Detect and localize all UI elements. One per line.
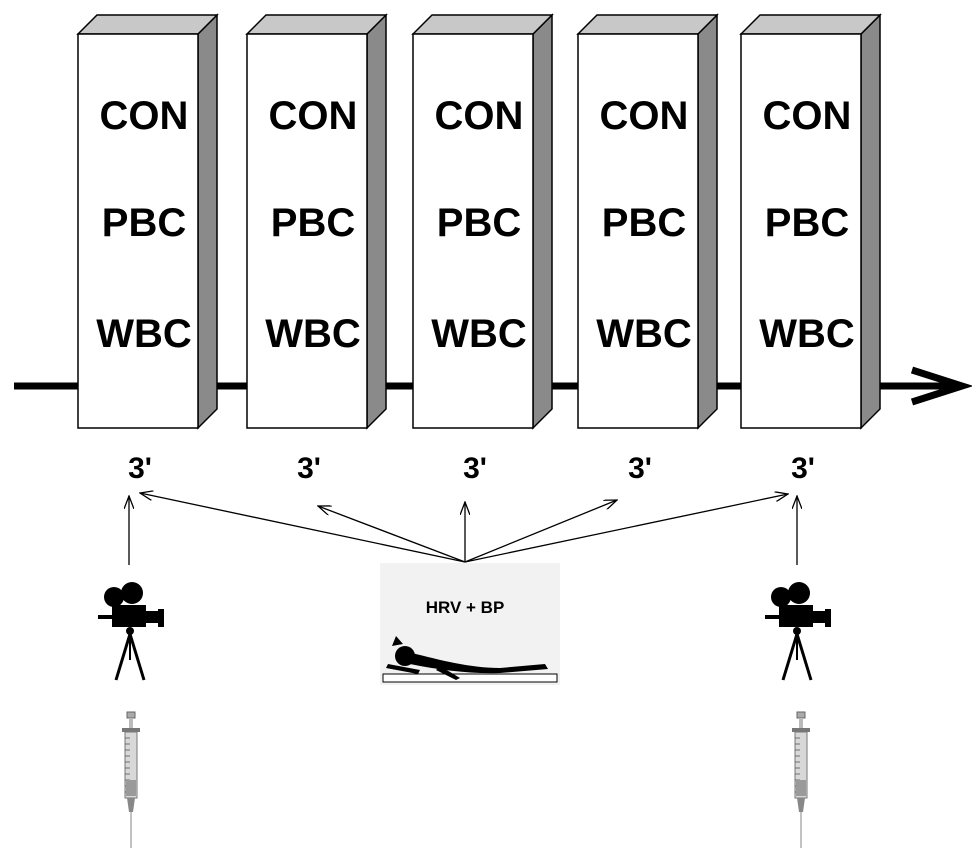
block-side-face [697, 13, 718, 430]
condition-label: CON [763, 94, 852, 138]
video-camera-icon [98, 582, 164, 681]
measurement-arrow [140, 493, 466, 563]
measurement-arrows [140, 493, 788, 563]
block-front-face [412, 33, 534, 429]
measurement-panel: HRV + BP [380, 563, 560, 685]
block-top-face [245, 14, 388, 35]
condition-label: CON [269, 94, 358, 138]
block-top-face [411, 14, 554, 35]
condition-label: PBC [437, 201, 521, 245]
video-camera-icon [765, 582, 831, 681]
block-front-face [740, 33, 862, 429]
right-icons [765, 496, 831, 848]
block-top-face [76, 14, 219, 35]
duration-label: 3' [297, 452, 321, 485]
condition-label: WBC [96, 312, 192, 356]
block-top-face [576, 14, 719, 35]
condition-block: CON PBC WBC [411, 13, 554, 430]
duration-label: 3' [791, 452, 815, 485]
condition-block: CON PBC WBC [245, 13, 388, 430]
duration-label: 3' [628, 452, 652, 485]
block-front-face [77, 33, 199, 429]
condition-label: WBC [265, 312, 361, 356]
syringe-icon [792, 711, 810, 848]
condition-label: PBC [602, 201, 686, 245]
condition-label: WBC [431, 312, 527, 356]
block-side-face [197, 13, 218, 430]
condition-label: PBC [765, 201, 849, 245]
block-front-face [246, 33, 368, 429]
syringe-icon [122, 711, 140, 848]
block-side-face [366, 13, 387, 430]
duration-label: 3' [128, 452, 152, 485]
measurement-arrow [318, 506, 466, 563]
measurement-label: HRV + BP [426, 598, 505, 617]
condition-label: CON [600, 94, 689, 138]
condition-label: CON [435, 94, 524, 138]
condition-block: CON PBC WBC [739, 13, 882, 430]
condition-block: CON PBC WBC [76, 13, 219, 430]
condition-label: PBC [271, 201, 355, 245]
measurement-arrow [464, 500, 617, 563]
duration-label: 3' [463, 452, 487, 485]
block-side-face [532, 13, 553, 430]
left-icons [98, 496, 164, 848]
condition-label: WBC [759, 312, 855, 356]
condition-label: PBC [102, 201, 186, 245]
condition-label: CON [100, 94, 189, 138]
block-top-face [739, 14, 882, 35]
condition-blocks: CON PBC WBC 3' CON PBC WBC 3' CON PBC WBC 3' CON PBC W… [76, 13, 882, 485]
block-side-face [860, 13, 881, 430]
condition-block: CON PBC WBC [576, 13, 719, 430]
supine-person-icon [382, 636, 558, 683]
block-front-face [577, 33, 699, 429]
condition-label: WBC [596, 312, 692, 356]
measurement-arrow [464, 494, 788, 563]
